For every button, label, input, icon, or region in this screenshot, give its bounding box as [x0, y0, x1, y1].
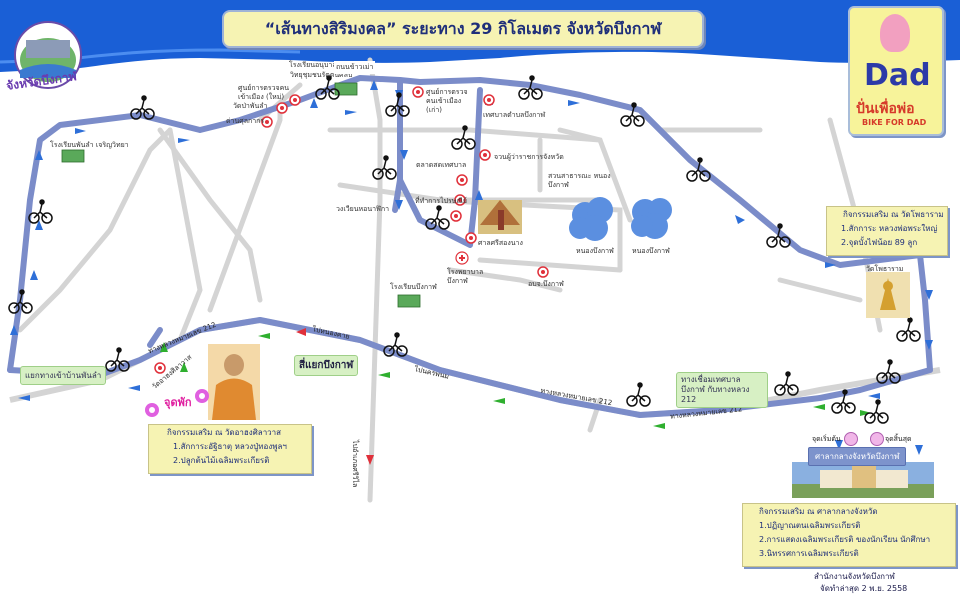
- logo-dad-text: Dad: [864, 58, 931, 93]
- info-poth-heading: กิจกรรมเสริม ณ วัดโพธาราม: [843, 209, 944, 219]
- monk-photo: [208, 344, 260, 420]
- label-clock-tower: วงเวียนหอนาฬิกา: [336, 205, 390, 213]
- green-arrows: [160, 333, 872, 429]
- info-cityhall-item-3: 3.นิทรรศการเฉลิมพระเกียรติ: [759, 548, 859, 558]
- tag-junction-bungkan: สี่แยกบึงกาฬ: [294, 355, 359, 376]
- royal-emblem-icon: [880, 14, 910, 52]
- finish-icon: [870, 432, 884, 446]
- label-rest-stop: จุดพัก: [164, 396, 192, 409]
- label-customs: ด่านศุลกากร: [226, 117, 265, 125]
- label-vidya: วิทยุชุมชนรัตตนศิลป์: [290, 71, 353, 79]
- info-ahong-heading: กิจกรรมเสริม ณ วัดอาฮงศิลาวาส: [167, 427, 282, 437]
- flower-icon-ahong-2: [195, 389, 209, 403]
- bike-route: [7, 75, 933, 418]
- label-provincial: จวนผู้ว่าราชการจังหวัด: [494, 153, 564, 161]
- logo-english-text: BIKE FOR DAD: [862, 118, 927, 127]
- temple-photo-poth: [866, 272, 910, 318]
- info-ahong-item-2: 2.ปลูกต้นไม้เฉลิมพระเกียรติ: [173, 455, 270, 465]
- footer-office: สำนักงานจังหวัดบึงกาฬ: [814, 572, 895, 581]
- city-roads: [17, 57, 883, 503]
- label-municipal: เทศบาลตำบลบึงกาฬ: [483, 111, 546, 119]
- ponds: [569, 197, 672, 241]
- label-immigration-old: ศูนย์การตรวจคนเข้าเมือง (เก่า): [426, 88, 468, 114]
- info-poth-item-1: 1.สักการะ หลวงพ่อพระใหญ่: [841, 223, 938, 233]
- temple-photo-shrine: [478, 200, 522, 234]
- label-school-anuban: โรงเรียนอนุบาลบึงกาฬ: [289, 61, 358, 69]
- label-public-park: สวนสาธารณะ หนองบึงกาฬ: [548, 172, 611, 189]
- info-box-cityhall: กิจกรรมเสริม ณ ศาลากลางจังหวัด 1.ปฏิญาณต…: [742, 503, 956, 567]
- label-shrine: ศาลศรีสองนาง: [478, 239, 523, 247]
- event-logo: Dad ปั่นเพื่อพ่อ BIKE FOR DAD: [848, 6, 944, 136]
- cyclist-icons: [8, 75, 921, 424]
- label-post: ที่ทำการไปรษณีย์: [415, 197, 468, 205]
- info-cityhall-item-1: 1.ปฏิญาณตนเฉลิมพระเกียรติ: [759, 520, 861, 530]
- label-school-bottom: โรงเรียนบึงกาฬ: [390, 283, 437, 291]
- start-icon: [844, 432, 858, 446]
- cityhall-photo: [792, 462, 934, 498]
- landmark-markers: [154, 86, 549, 374]
- building-icons: [61, 82, 421, 308]
- info-box-ahong: กิจกรรมเสริม ณ วัดอาฮงศิลาวาส 1.สักการะอ…: [148, 424, 312, 474]
- info-ahong-item-1: 1.สักการะอัฐิธาตุ หลวงปู่ทองพูลฯ: [173, 441, 287, 451]
- label-temple-phon: วัดป่าพันลำ: [233, 102, 268, 110]
- page-title: “เส้นทางสิริมงคล” ระยะทาง 29 กิโลเมตร จั…: [222, 10, 704, 48]
- label-district: อบจ.บึงกาฬ: [528, 280, 564, 288]
- start-label: จุดเริ่มต้น: [812, 435, 841, 443]
- finish-label: จุดสิ้นสุด: [885, 435, 912, 443]
- label-hospital: โรงพยาบาล บึงกาฬ: [447, 268, 484, 285]
- road-to-srivilai: ไปอำเภอศรีวิไล: [351, 440, 359, 488]
- label-temple-poth: วัดโพธาราม: [866, 265, 904, 273]
- label-school-phonlam: โรงเรียนพันลำ เจริญวิทยา: [50, 141, 129, 149]
- label-market: ตลาดสดเทศบาล: [416, 161, 467, 169]
- tag-junction-phonlam: แยกทางเข้าบ้านพันลำ: [20, 366, 107, 385]
- flower-icon-ahong: [145, 403, 159, 417]
- info-box-poth: กิจกรรมเสริม ณ วัดโพธาราม 1.สักการะ หลวง…: [826, 206, 948, 256]
- footer-updated: จัดทำล่าสุด 2 พ.ย. 2558: [820, 584, 908, 593]
- label-road-thanon: ถนนข้าวเม่า: [334, 61, 376, 74]
- logo-thai-text: ปั่นเพื่อพ่อ: [856, 101, 915, 117]
- label-pond-1: หนองบึงกาฬ: [576, 247, 614, 255]
- info-cityhall-heading: กิจกรรมเสริม ณ ศาลากลางจังหวัด: [759, 506, 878, 516]
- tag-junction-municipal: ทางเชื่อมเทศบาลบึงกาฬ กับทางหลวง 212: [676, 372, 768, 408]
- label-office-new: ศูนย์การตรวจคนเข้าเมือง (ใหม่): [238, 84, 290, 101]
- info-cityhall-item-2: 2.การแสดงเฉลิมพระเกียรติ ของนักเรียน นัก…: [759, 534, 931, 544]
- red-arrows: [296, 328, 374, 465]
- cityhall-tag: ศาลากลางจังหวัดบึงกาฬ: [808, 447, 907, 466]
- info-poth-item-2: 2.จุดบั้งไฟน้อย 89 ลูก: [841, 237, 918, 247]
- province-emblem: [14, 21, 82, 89]
- label-pond-2: หนองบึงกาฬ: [632, 247, 670, 255]
